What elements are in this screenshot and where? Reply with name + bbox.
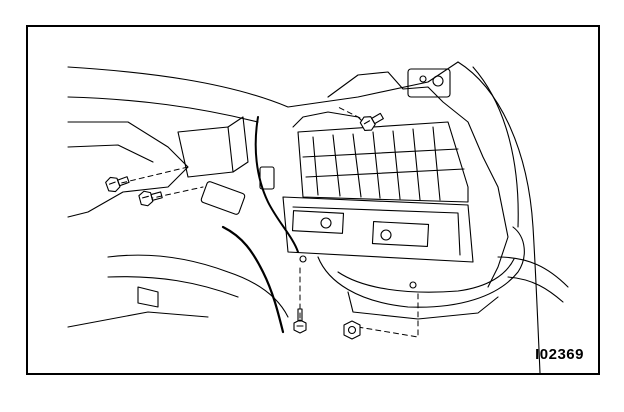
bracket-hole bbox=[432, 75, 444, 87]
unit-front-panel bbox=[282, 196, 474, 263]
nut-icon bbox=[343, 320, 361, 340]
unit-housing-top bbox=[327, 71, 509, 288]
grille-frame bbox=[297, 121, 469, 203]
body-panel-outline bbox=[457, 61, 541, 373]
screw-head bbox=[380, 229, 392, 241]
label-plate-left bbox=[291, 210, 345, 234]
grille-slats bbox=[302, 126, 465, 201]
body-panel-inner bbox=[472, 66, 519, 228]
bolt-icon bbox=[359, 112, 384, 132]
left-trim-outline bbox=[67, 121, 189, 218]
mounting-stay-arm bbox=[227, 116, 249, 173]
duct-right bbox=[497, 256, 569, 303]
exploded-view-drawing bbox=[67, 61, 569, 373]
pipe-lower-left-2 bbox=[107, 276, 239, 298]
cowl-line-lower bbox=[67, 96, 259, 123]
connector bbox=[200, 181, 246, 215]
floor-line bbox=[67, 311, 209, 328]
bolt-icon bbox=[105, 176, 130, 193]
bracket-lower bbox=[137, 286, 159, 308]
bolt-icon bbox=[293, 308, 307, 334]
wire-harness bbox=[221, 225, 285, 334]
mounting-bracket-top bbox=[407, 68, 451, 98]
blower-case-bottom bbox=[347, 291, 499, 320]
screw-head bbox=[320, 217, 332, 229]
pipe-lower-left bbox=[107, 254, 289, 318]
unit-housing-left bbox=[292, 111, 369, 128]
alignment-lines bbox=[112, 106, 419, 338]
clip-icon bbox=[409, 281, 417, 289]
unit-front-inner bbox=[292, 206, 461, 256]
blower-case-inner bbox=[337, 258, 515, 293]
connector-small bbox=[259, 166, 275, 190]
diagram-frame: I02369 bbox=[26, 25, 600, 375]
cowl-line-upper bbox=[67, 61, 459, 108]
mounting-stay bbox=[177, 126, 234, 178]
wire-harness-2 bbox=[254, 116, 299, 253]
bracket-hole bbox=[419, 75, 427, 83]
blower-case-outline bbox=[317, 226, 525, 308]
bolt-icon bbox=[138, 190, 163, 207]
figure-id-label: I02369 bbox=[535, 346, 584, 363]
clip-icon bbox=[299, 255, 307, 263]
left-trim-inner bbox=[67, 144, 154, 163]
label-plate-right bbox=[371, 221, 430, 248]
